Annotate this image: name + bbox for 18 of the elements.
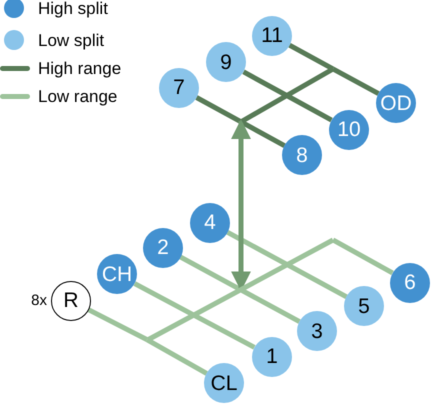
shift-gate-line [332, 238, 394, 276]
legend-label: High split [38, 0, 108, 16]
shift-gate-line [242, 70, 288, 98]
shift-gate-line [332, 66, 380, 96]
legend-label: High range [38, 60, 122, 76]
shift-gate-line [133, 281, 195, 318]
shift-gate-line [286, 262, 348, 300]
shift-gate-line [88, 308, 148, 342]
legend-label: Low split [38, 32, 104, 48]
shift-gate-line [288, 43, 334, 72]
multiplier-label: 8x [31, 292, 47, 308]
shift-gate-line [239, 287, 301, 324]
shift-gate-line [192, 312, 256, 350]
shift-gate-line [146, 337, 208, 376]
shift-gate-line [286, 93, 333, 122]
shift-gate-line [195, 95, 242, 124]
legend-label: Low range [38, 88, 118, 104]
shift-gate-line [226, 230, 288, 267]
